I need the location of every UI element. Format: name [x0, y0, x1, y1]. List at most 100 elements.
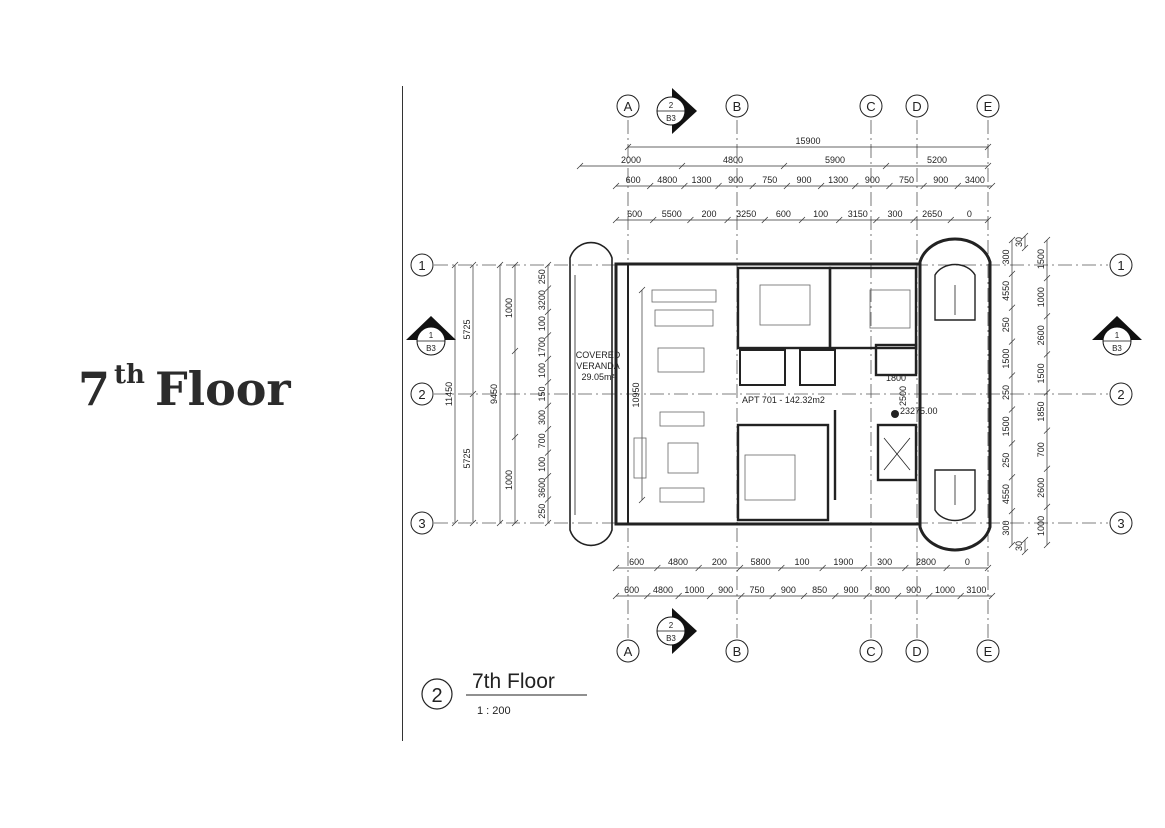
dimension-label: 30	[1014, 541, 1024, 551]
dimension-label: 30	[1014, 237, 1024, 247]
dimension-label: 1500	[1001, 416, 1011, 436]
sofa-bottom	[659, 487, 705, 503]
coffee-table	[667, 442, 699, 474]
core-dimension-vertical: 2500	[898, 386, 908, 406]
dimension-label: 300	[1001, 249, 1011, 264]
armchairs	[633, 437, 647, 479]
dimension-label: 200	[712, 557, 727, 567]
grid-bubble-D	[905, 94, 929, 118]
grid-bubble-C	[859, 94, 883, 118]
dining-table	[657, 347, 705, 373]
dimension-lines	[451, 143, 1051, 600]
grid-bubble-1	[410, 253, 434, 277]
dimension-label: 1500	[1036, 363, 1046, 383]
sheet-divider	[402, 86, 403, 741]
dimension-label: 1300	[828, 175, 848, 185]
grid-bubble-3	[1109, 511, 1133, 535]
dimension-label: 900	[906, 585, 921, 595]
grid-label-B: B	[733, 644, 742, 659]
grid-label-C: C	[866, 99, 875, 114]
dimension-label: 1000	[684, 585, 704, 595]
dimension-label: 900	[796, 175, 811, 185]
title-word: Floor	[154, 362, 291, 416]
dimension-label: 1850	[1036, 402, 1046, 422]
dimension-label: 300	[877, 557, 892, 567]
dimension-label: 2600	[1036, 478, 1046, 498]
grid-bubble-A	[616, 639, 640, 663]
core-room	[874, 343, 918, 377]
dimension-label: 700	[537, 433, 547, 448]
dimension-label: 4800	[653, 585, 673, 595]
kitchen-counter	[651, 289, 717, 303]
dimension-label: 600	[626, 175, 641, 185]
elevation-marker-icon	[891, 410, 899, 418]
building-walls	[569, 237, 992, 552]
section-right-num: 1	[1115, 331, 1120, 340]
grid-bubble-B	[725, 639, 749, 663]
dimension-label: 600	[629, 557, 644, 567]
dimension-label: 200	[701, 209, 716, 219]
section-marker-bottom: 2 B3	[656, 608, 697, 654]
dimension-label: 600	[624, 585, 639, 595]
dimension-label: 4550	[1001, 281, 1011, 301]
dimension-label: 750	[899, 175, 914, 185]
stair-tower	[918, 237, 992, 552]
dimension-label: 100	[537, 316, 547, 331]
dimension-label: 10950	[631, 382, 641, 407]
section-top-num: 2	[669, 101, 674, 110]
dimension-label: 1300	[691, 175, 711, 185]
grid-label-1: 1	[418, 258, 425, 273]
dimension-label: 1700	[537, 337, 547, 357]
veranda-area: 29.05m²	[581, 372, 614, 382]
dimension-label: 1500	[1001, 349, 1011, 369]
dimension-label: 750	[749, 585, 764, 595]
sofa-top	[659, 411, 705, 427]
section-bottom-sheet: B3	[666, 634, 676, 643]
section-left-num: 1	[429, 331, 434, 340]
dimension-label: 11450	[444, 382, 454, 406]
grid-label-1: 1	[1117, 258, 1124, 273]
dimension-label: 250	[537, 269, 547, 284]
grid-label-B: B	[733, 99, 742, 114]
dimension-label: 3100	[966, 585, 986, 595]
dimension-label: 3250	[736, 209, 756, 219]
dimension-label: 750	[762, 175, 777, 185]
grid-bubble-3	[410, 511, 434, 535]
section-bottom-num: 2	[669, 621, 674, 630]
dimension-label: 5725	[462, 319, 472, 339]
core-dimension: 1800	[886, 373, 906, 383]
dimension-label: 5800	[751, 557, 771, 567]
elevator	[876, 423, 918, 482]
dimension-label: 900	[843, 585, 858, 595]
dimension-label: 850	[812, 585, 827, 595]
dimension-label: 4800	[657, 175, 677, 185]
dimension-label: 5900	[825, 155, 845, 165]
dimension-label: 4800	[668, 557, 688, 567]
dimension-label: 1000	[1036, 516, 1046, 536]
dimension-label: 100	[537, 363, 547, 378]
dimension-label: 5725	[462, 448, 472, 468]
dimension-label: 150	[537, 386, 547, 401]
bed-3	[744, 454, 796, 501]
dimension-label: 1000	[1036, 287, 1046, 307]
view-title: 7th Floor	[472, 670, 555, 693]
dimension-label: 1900	[833, 557, 853, 567]
section-marker-left: 1 B3	[406, 316, 456, 356]
title-number: 7	[78, 362, 111, 416]
dimension-label: 900	[718, 585, 733, 595]
view-title-block: 2 7th Floor 1 : 200	[421, 670, 587, 717]
view-number: 2	[431, 685, 442, 707]
section-left-sheet: B3	[426, 344, 436, 353]
dimension-label: 1000	[504, 298, 514, 318]
grid-bubble-D	[905, 639, 929, 663]
dimension-label: 1000	[935, 585, 955, 595]
dimension-label: 1500	[1036, 249, 1046, 269]
grid-label-A: A	[624, 644, 633, 659]
dimension-label: 900	[865, 175, 880, 185]
view-scale: 1 : 200	[477, 705, 511, 717]
dimension-label: 100	[537, 457, 547, 472]
dimension-label: 100	[794, 557, 809, 567]
